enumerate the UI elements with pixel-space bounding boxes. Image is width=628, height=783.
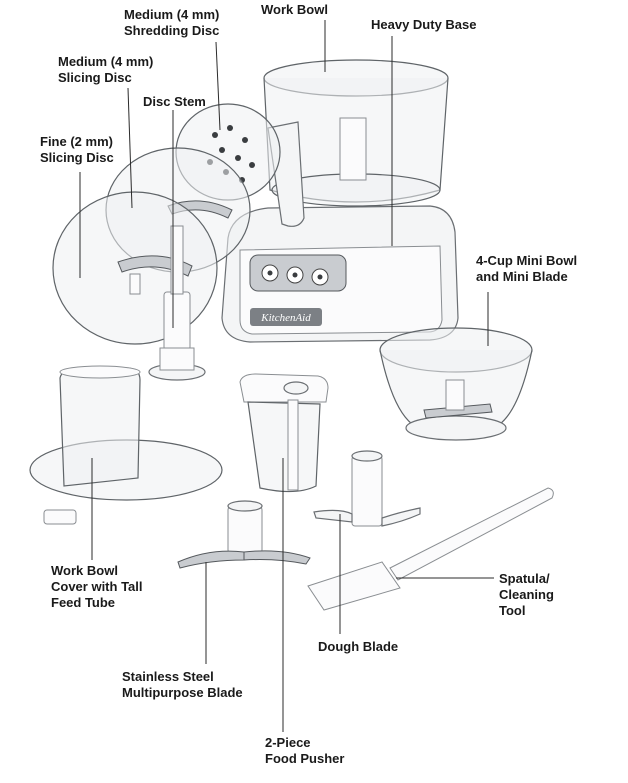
label-disc-stem: Disc Stem	[143, 94, 206, 109]
label-heavy-duty-base: Heavy Duty Base	[371, 17, 477, 32]
label-multipurpose-blade: Stainless Steel Multipurpose Blade	[122, 669, 243, 700]
spatula	[307, 487, 554, 611]
leader-lines	[79, 20, 494, 732]
label-work-bowl-cover: Work Bowl Cover with Tall Feed Tube	[51, 563, 143, 610]
label-food-pusher: 2-Piece Food Pusher	[265, 735, 345, 766]
work-bowl-cover	[29, 365, 223, 525]
disc-stem	[148, 225, 206, 381]
food-pusher	[239, 373, 329, 493]
bowl-center-post	[339, 117, 367, 181]
fine-slicing-disc	[52, 191, 218, 345]
label-mini-bowl: 4-Cup Mini Bowl and Mini Blade	[476, 253, 578, 284]
cover-tab	[43, 509, 77, 525]
heavy-duty-base: KitchenAid	[221, 205, 459, 343]
multipurpose-blade	[177, 500, 311, 569]
work-bowl	[263, 59, 449, 227]
label-shredding-disc: Medium (4 mm) Shredding Disc	[124, 7, 220, 38]
svg-text:KitchenAid: KitchenAid	[260, 312, 311, 324]
label-dough-blade: Dough Blade	[318, 639, 399, 654]
label-work-bowl: Work Bowl	[261, 2, 328, 17]
label-spatula: Spatula/ Cleaning Tool	[499, 571, 554, 618]
mini-blade	[423, 403, 493, 419]
mini-bowl	[379, 327, 533, 441]
dough-blade	[313, 450, 421, 527]
brand-badge	[250, 308, 322, 326]
label-medium-slicing-disc: Medium (4 mm) Slicing Disc	[58, 54, 154, 85]
label-fine-slicing-disc: Fine (2 mm) Slicing Disc	[40, 134, 114, 165]
